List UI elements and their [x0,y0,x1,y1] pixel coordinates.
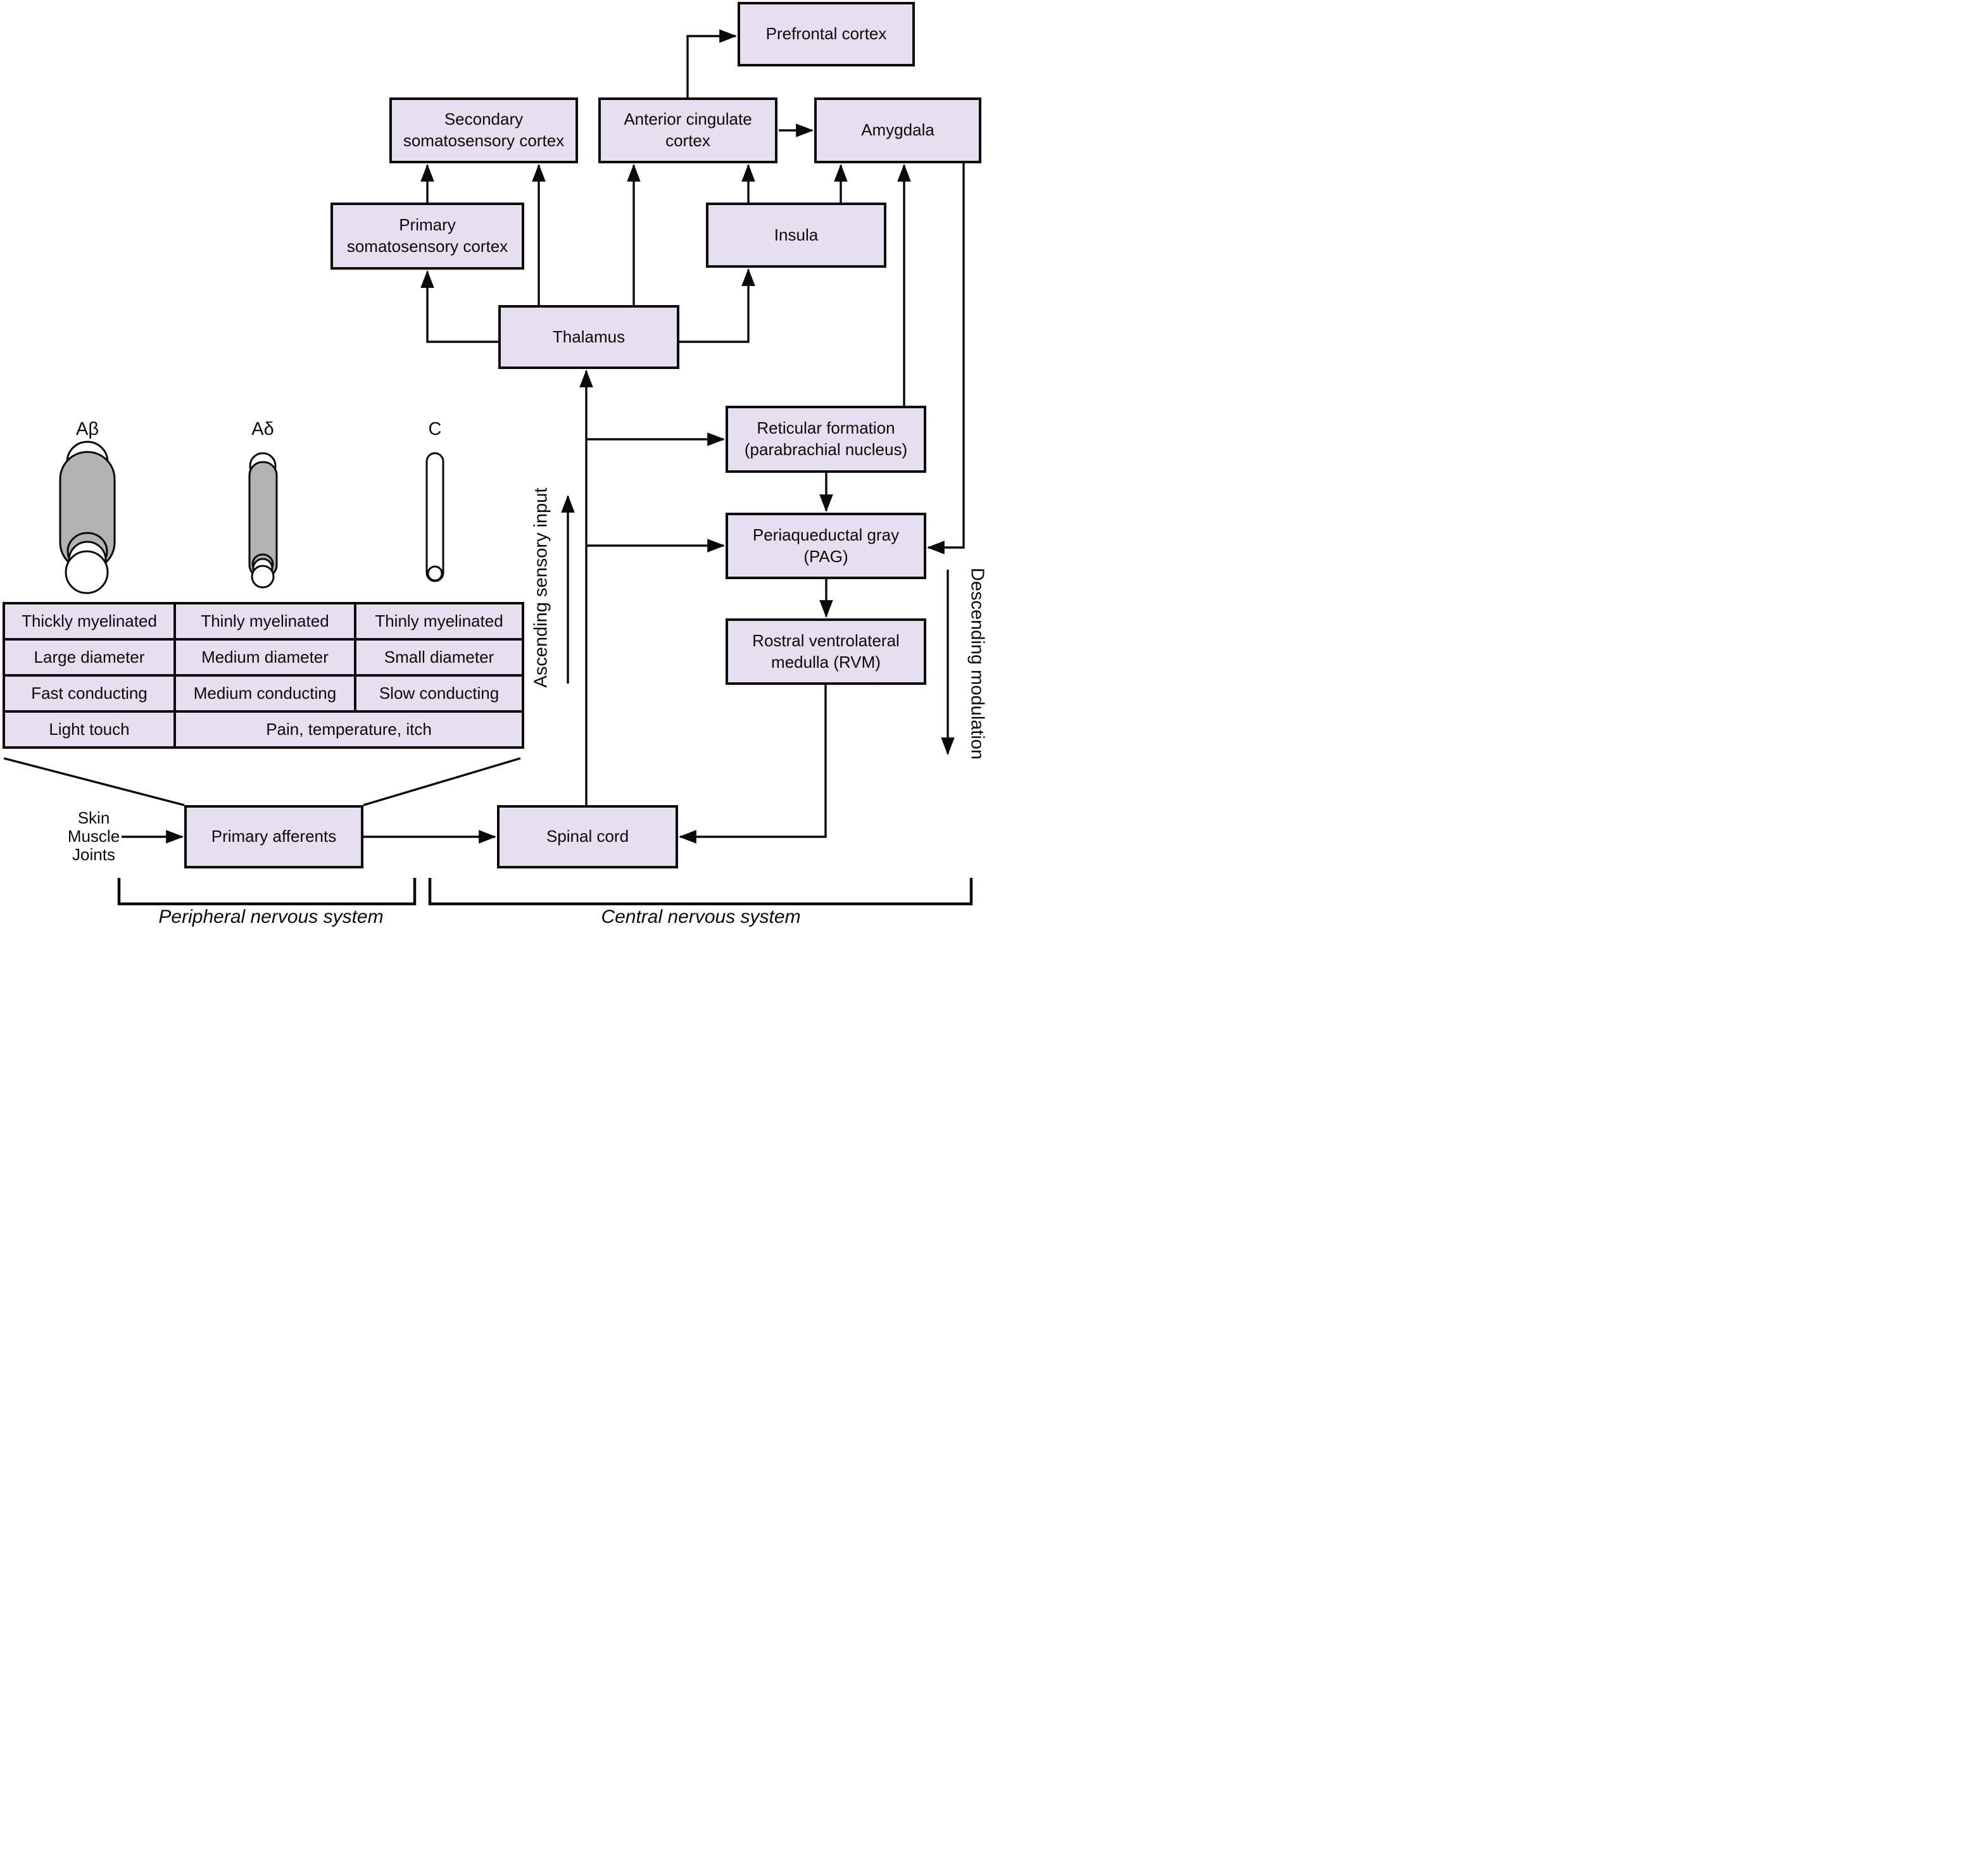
descending-modulation-label: Descending modulation [967,567,988,760]
arrow-thalamus-to-primary [420,270,500,343]
node-insula: Insula [706,203,886,268]
a-beta-fiber-label: Aβ [75,419,99,439]
node-primary-afferents: Primary afferents [184,805,363,868]
pain-pathway-diagram: Prefrontal cortex Secondary somatosensor… [0,0,994,930]
peripheral-nervous-system-label: Peripheral nervous system [158,906,384,927]
table-cell-adelta-myelination: Thinly myelinated [175,603,355,639]
node-amygdala: Amygdala [814,97,981,163]
c-fiber-label: C [428,419,442,439]
node-anterior-cingulate-cortex: Anterior cingulate cortex [598,97,777,163]
table-cell-adelta-conduction: Medium conducting [175,675,355,711]
table-cell-c-conduction: Slow conducting [355,675,523,711]
node-secondary-somatosensory-cortex: Secondary somatosensory cortex [389,97,578,163]
connector-layer [3,29,973,906]
node-spinal-cord: Spinal cord [497,805,678,868]
central-system-bracket [428,878,973,906]
table-cell-pain-modality: Pain, temperature, itch [175,711,523,748]
arrow-rvm-to-spinal [678,685,827,844]
arrow-acc-to-prefrontal [686,29,738,97]
table-cell-abeta-conduction: Fast conducting [4,675,175,711]
ascending-sensory-input-label: Ascending sensory input [531,487,551,688]
arrow-thalamus-to-insula [678,268,755,343]
node-rostral-ventrolateral-medulla: Rostral ventrolateral medulla (RVM) [726,618,926,685]
node-periaqueductal-gray: Periaqueductal gray (PAG) [726,513,926,579]
peripheral-system-bracket [117,878,417,906]
table-cell-abeta-modality: Light touch [4,711,175,748]
arrow-amygdala-to-pag [926,163,965,554]
node-thalamus: Thalamus [498,305,679,369]
central-nervous-system-label: Central nervous system [601,906,801,927]
a-delta-fiber-label: Aδ [251,419,274,439]
table-cell-abeta-myelination: Thickly myelinated [4,603,175,639]
c-fiber-illustration [425,452,444,582]
inputs-label: Skin Muscle Joints [67,808,120,865]
funnel-right-line [363,757,521,806]
table-cell-abeta-diameter: Large diameter [4,639,175,675]
funnel-left-line [3,757,185,806]
table-cell-adelta-diameter: Medium diameter [175,639,355,675]
a-delta-fiber-illustration [248,452,278,589]
node-prefrontal-cortex: Prefrontal cortex [738,2,915,66]
table-cell-c-diameter: Small diameter [355,639,523,675]
table-cell-c-myelination: Thinly myelinated [355,603,523,639]
a-beta-fiber-illustration [59,441,116,594]
fiber-properties-table: Thickly myelinated Thinly myelinated Thi… [3,602,524,749]
node-primary-somatosensory-cortex: Primary somatosensory cortex [330,203,524,270]
node-reticular-formation: Reticular formation (parabrachial nucleu… [726,406,926,473]
